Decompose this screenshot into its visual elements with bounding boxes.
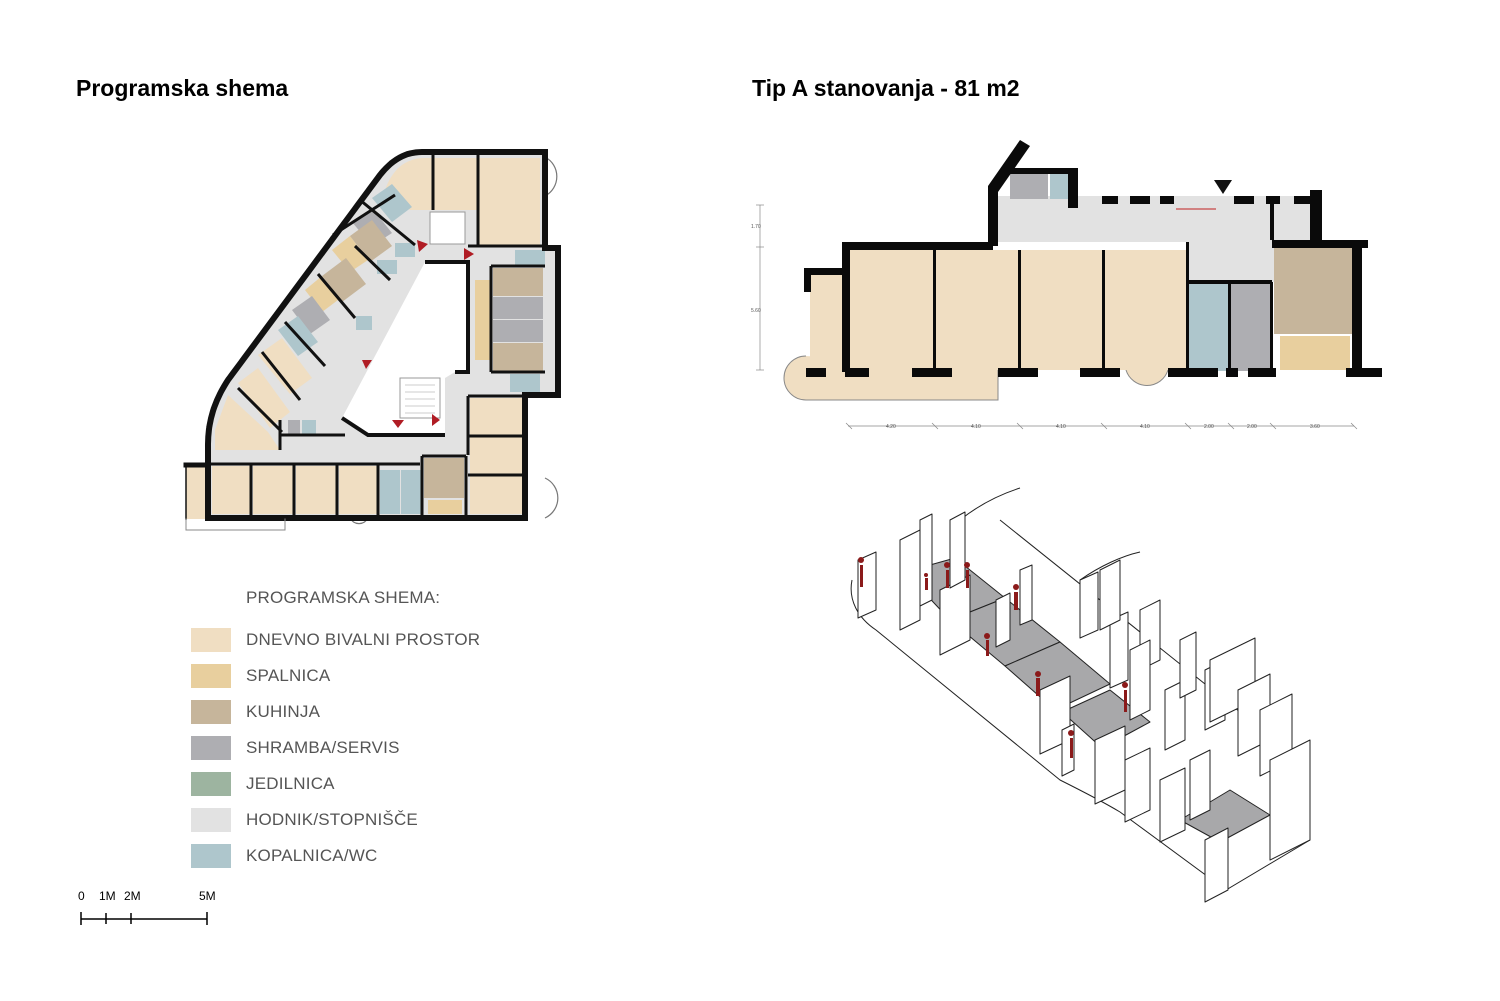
scale-label-1m: 1M (99, 889, 116, 903)
legend-swatch (191, 628, 231, 652)
title-programska-shema: Programska shema (76, 75, 289, 101)
legend-label: KOPALNICA/WC (246, 846, 378, 865)
legend-swatch (191, 736, 231, 760)
legend-label: HODNIK/STOPNIŠČE (246, 810, 418, 829)
legend-swatch (191, 664, 231, 688)
legend-item-hodnik: HODNIK/STOPNIŠČE (191, 807, 418, 833)
legend-label: KUHINJA (246, 702, 321, 721)
legend-item-spalnica: SPALNICA (191, 663, 330, 689)
scale-label-2m: 2M (124, 889, 141, 903)
legend-item-jedilnica: JEDILNICA (191, 771, 335, 797)
legend-item-kopalnica: KOPALNICA/WC (191, 843, 378, 869)
legend-label: SPALNICA (246, 666, 331, 685)
legend-swatch (191, 808, 231, 832)
legend-swatch (191, 700, 231, 724)
title-tip-a: Tip A stanovanja - 81 m2 (752, 75, 1020, 101)
legend-item-dnevno: DNEVNO BIVALNI PROSTOR (191, 627, 480, 653)
scale-label-0: 0 (78, 889, 85, 903)
legend-title: PROGRAMSKA SHEMA: (246, 588, 441, 607)
legend-item-kuhinja: KUHINJA (191, 699, 320, 725)
legend-label: JEDILNICA (246, 774, 335, 793)
legend-swatch (191, 772, 231, 796)
legend-label: SHRAMBA/SERVIS (246, 738, 400, 757)
legend-label: DNEVNO BIVALNI PROSTOR (246, 630, 481, 649)
legend-swatch (191, 844, 231, 868)
legend-item-shramba: SHRAMBA/SERVIS (191, 735, 400, 761)
scale-label-5m: 5M (199, 889, 216, 903)
